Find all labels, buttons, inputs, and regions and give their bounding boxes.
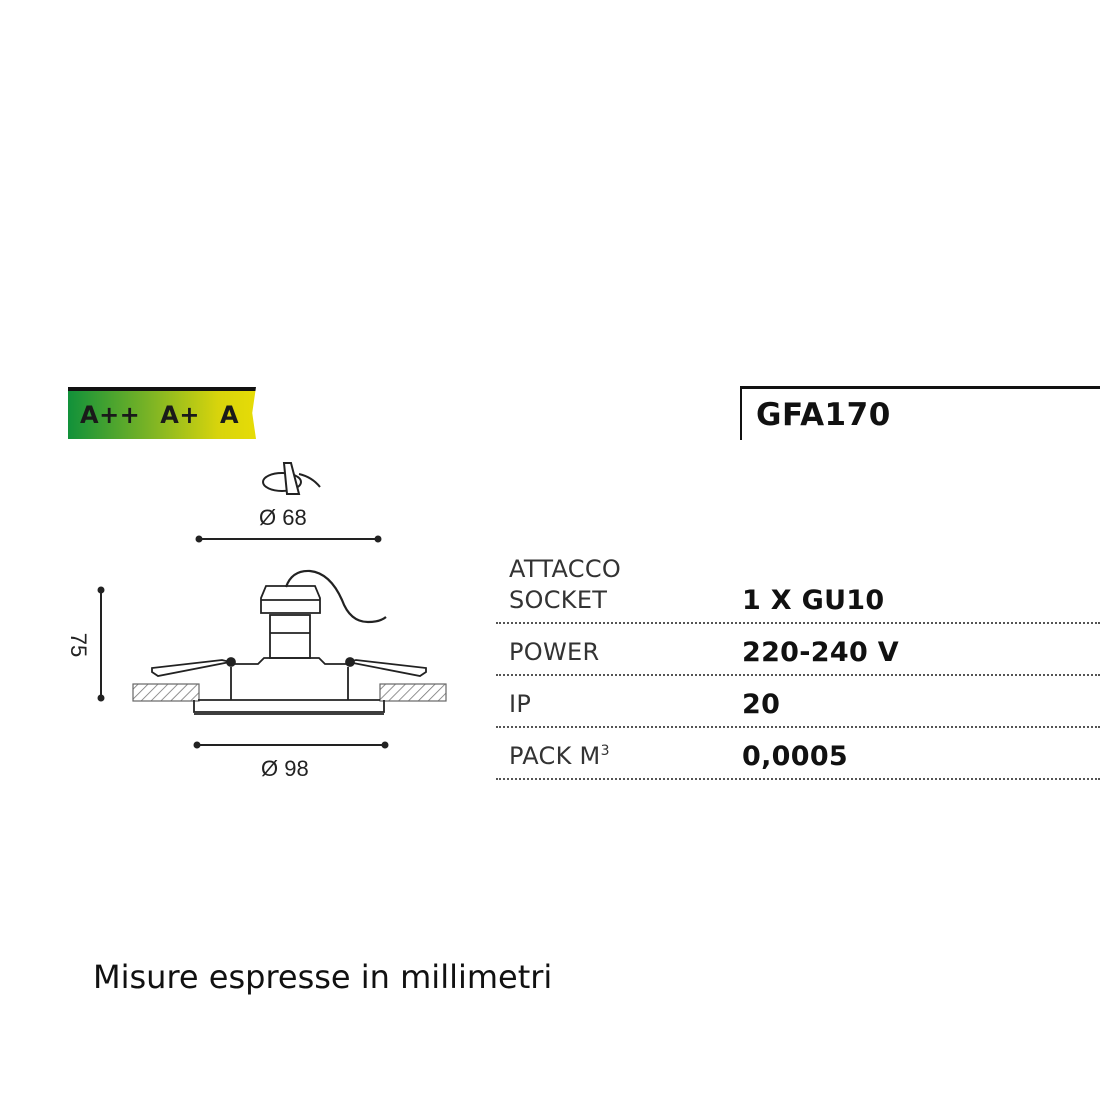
ceiling-section-right: [379, 683, 447, 702]
dimension-line-68: [195, 535, 382, 543]
ceiling-section-left: [132, 683, 200, 702]
spec-row-socket: ATTACCO SOCKET 1 X GU10: [496, 548, 1100, 624]
spec-label-line2: SOCKET: [509, 586, 608, 614]
spec-row-pack: PACK M3 0,0005: [496, 728, 1100, 780]
dimension-line-75: [97, 586, 105, 702]
spec-value-ip: 20: [742, 689, 781, 720]
spec-label-pack-sup: 3: [600, 743, 610, 759]
luminaire-body: [151, 569, 427, 715]
spec-label-pack: PACK M3: [496, 736, 742, 772]
model-code: GFA170: [756, 397, 891, 433]
luminaire-section-drawing: [97, 462, 447, 749]
model-header: GFA170: [740, 386, 1100, 440]
spec-row-ip: IP 20: [496, 676, 1100, 728]
dimension-line-98: [193, 741, 389, 749]
dimension-cutout-diameter: Ø 68: [259, 505, 307, 530]
spec-value-pack: 0,0005: [742, 741, 848, 772]
dimension-outer-diameter: Ø 98: [261, 756, 309, 781]
dimension-height: 75: [66, 632, 92, 658]
energy-class-a-plus: A+: [160, 401, 200, 429]
measurement-units-note: Misure espresse in millimetri: [93, 958, 553, 996]
energy-class-a-plus-plus: A++: [80, 401, 141, 429]
energy-class-badge: A++ A+ A: [68, 387, 256, 439]
spec-value-power: 220-240 V: [742, 637, 899, 668]
spec-value-socket: 1 X GU10: [742, 585, 885, 616]
spec-row-power: POWER 220-240 V: [496, 624, 1100, 676]
spec-table: ATTACCO SOCKET 1 X GU10 POWER 220-240 V …: [496, 548, 1100, 780]
energy-class-a: A: [219, 401, 240, 429]
spec-label-line1: ATTACCO: [509, 555, 622, 583]
adjustable-tilt-icon: [262, 462, 321, 495]
spec-label-pack-text: PACK M: [509, 742, 601, 770]
technical-drawing: Ø 68 Ø 98 75: [0, 450, 480, 790]
spec-label-socket: ATTACCO SOCKET: [496, 554, 742, 616]
spec-label-power: POWER: [509, 638, 600, 666]
spec-label-ip: IP: [509, 690, 532, 718]
